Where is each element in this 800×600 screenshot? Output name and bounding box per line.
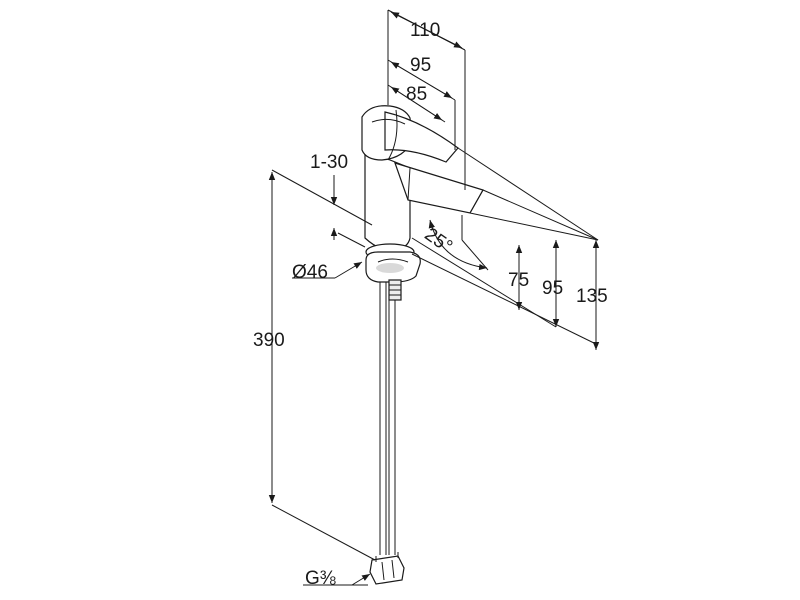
- dimension-top-widths: 110 95 85: [387, 9, 466, 190]
- faucet-base: [365, 243, 421, 301]
- supply-hoses: [369, 282, 405, 585]
- dim-75-label: 75: [508, 270, 529, 291]
- dim-diameter-label: Ø46: [292, 262, 328, 283]
- dimension-thread: G⅜: [303, 568, 371, 589]
- dim-390-label: 390: [253, 330, 285, 351]
- dim-95-right-label: 95: [542, 278, 563, 299]
- dim-110-label: 110: [410, 20, 440, 41]
- dim-angle-label: 25°: [420, 224, 456, 258]
- dimension-right-heights: 75 95 135: [508, 240, 608, 350]
- dimension-total-height: 390: [253, 172, 285, 503]
- hose-fitting: [369, 555, 405, 585]
- dim-85-label: 85: [406, 84, 427, 105]
- dim-deck-label: 1-30: [310, 152, 348, 173]
- dimension-base-diameter: Ø46: [292, 261, 363, 283]
- dim-thread-label: G⅜: [305, 568, 336, 589]
- dimension-lever-angle: 25°: [420, 215, 489, 271]
- dimension-deck-thickness: 1-30: [310, 152, 348, 240]
- dim-135-label: 135: [576, 286, 608, 307]
- dim-95-top-label: 95: [410, 55, 431, 76]
- extension-lines: [271, 147, 599, 561]
